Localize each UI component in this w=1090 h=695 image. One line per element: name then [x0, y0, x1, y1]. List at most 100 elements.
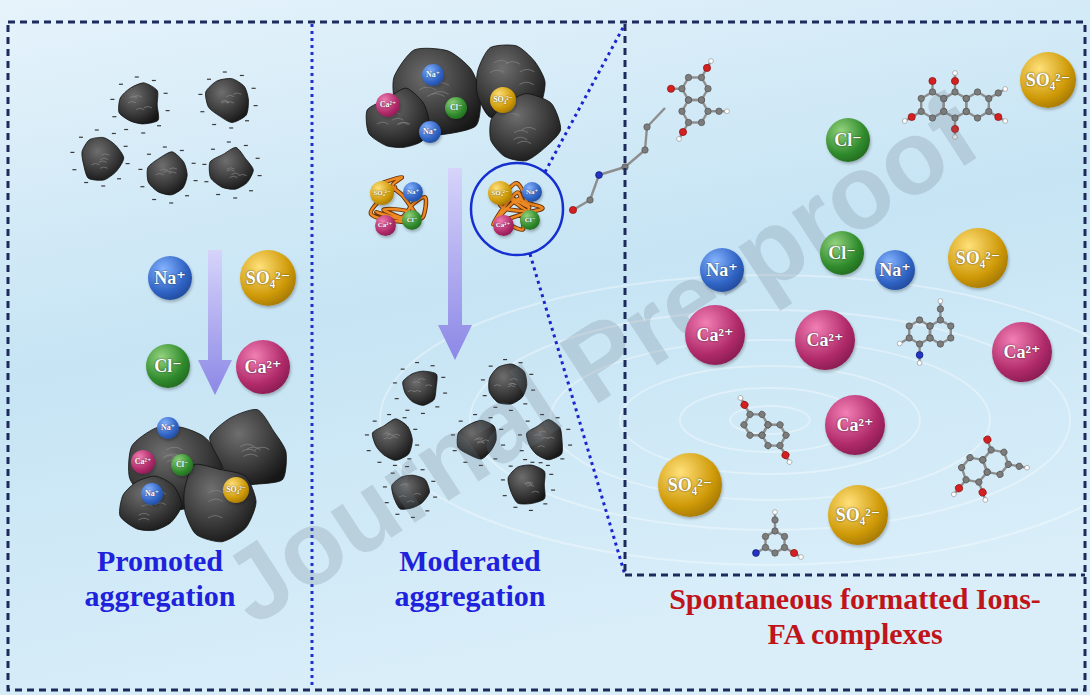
- charge-sign: [520, 450, 524, 451]
- ion-sphere: SO₄²⁻: [490, 87, 516, 113]
- ion-sphere: Cl⁻: [520, 210, 540, 230]
- charge-sign: [192, 163, 196, 164]
- ion-label: Cl⁻: [407, 217, 418, 224]
- particle-body: [184, 464, 256, 542]
- charge-sign: [431, 365, 435, 366]
- fa-molecule: [902, 71, 1007, 140]
- charge-sign: [138, 169, 142, 170]
- panel-box: Spontaneous formatted Ions-FA complexesC…: [625, 22, 1085, 575]
- atom: [776, 420, 785, 429]
- particle-texture: [384, 438, 391, 439]
- atom: [569, 206, 576, 213]
- charge-sign: [204, 181, 208, 182]
- charge-sign: [233, 197, 237, 198]
- charge-sign: [395, 514, 399, 515]
- charge-sign: [453, 450, 457, 451]
- charge-sign: [501, 444, 505, 445]
- atom: [1000, 448, 1008, 456]
- atom: [963, 108, 969, 114]
- charge-sign: [529, 510, 533, 511]
- charge-sign: [407, 458, 411, 459]
- ion-label: Cl⁻: [450, 104, 462, 112]
- particle-texture: [514, 137, 528, 139]
- atom: [953, 71, 958, 76]
- atom: [941, 95, 947, 101]
- atom: [596, 172, 603, 179]
- charge-sign: [244, 145, 248, 146]
- charge-sign: [513, 507, 517, 508]
- atom: [709, 59, 714, 64]
- particle-texture: [226, 95, 234, 96]
- atom: [929, 89, 935, 95]
- atom: [705, 108, 711, 114]
- panel-title: Spontaneous formatted Ions-FA complexes: [665, 582, 1045, 651]
- atom: [758, 431, 767, 440]
- charge-sign: [531, 389, 535, 390]
- particle-texture: [508, 383, 515, 384]
- charge-sign: [373, 421, 377, 422]
- particle: [110, 77, 169, 133]
- charge-sign: [509, 466, 513, 467]
- ion-label: Cl⁻: [525, 217, 536, 224]
- charge-sign: [110, 99, 114, 100]
- ion-sphere: Ca²⁺: [131, 450, 155, 474]
- charge-sign: [112, 116, 116, 117]
- charge-sign: [254, 105, 258, 106]
- charge-sign: [551, 489, 555, 490]
- charge-sign: [216, 194, 220, 195]
- particle-body: [489, 364, 527, 404]
- charge-sign: [72, 169, 76, 170]
- particle-texture: [144, 106, 152, 107]
- charge-sign: [212, 124, 216, 125]
- particle-texture: [102, 154, 110, 155]
- atom: [948, 335, 954, 341]
- atom: [772, 528, 778, 534]
- particle-texture: [139, 513, 150, 515]
- charge-sign: [95, 129, 99, 130]
- particle: [184, 464, 256, 542]
- atom: [781, 450, 791, 460]
- particle-texture: [522, 127, 536, 129]
- charge-sign: [202, 164, 206, 165]
- ion-label: SO₄²⁻: [373, 190, 390, 197]
- particle-texture: [494, 385, 501, 386]
- particle-body: [392, 475, 430, 509]
- charge-sign: [119, 84, 123, 85]
- ripples: [380, 275, 1090, 565]
- charge-sign: [530, 462, 534, 463]
- ion-label: Ca²⁺: [837, 416, 874, 434]
- particle: [393, 363, 447, 414]
- charge-sign: [425, 510, 429, 511]
- particle-texture: [474, 439, 481, 440]
- atom: [698, 119, 704, 125]
- atom: [978, 488, 987, 497]
- particle-texture: [524, 482, 531, 483]
- bond: [590, 175, 599, 200]
- panel-box: Promoted aggregationNa⁺SO₄²⁻Cl⁻Ca²⁺Na⁺Ca…: [8, 22, 312, 690]
- particle-texture: [476, 438, 483, 439]
- atom: [958, 463, 966, 471]
- charge-sign: [413, 429, 417, 430]
- ion-sphere: Ca²⁺: [375, 215, 396, 236]
- atom: [906, 335, 912, 341]
- particle: [365, 415, 419, 466]
- atom: [941, 95, 947, 101]
- particle-texture: [538, 446, 545, 447]
- ion-sphere: Ca²⁺: [685, 305, 745, 365]
- atom: [1003, 87, 1008, 92]
- ion-sphere: Ca²⁺: [992, 322, 1052, 382]
- charge-sign: [568, 444, 572, 445]
- atom: [781, 544, 787, 550]
- charge-sign: [124, 146, 128, 147]
- particle-texture: [255, 447, 269, 449]
- ion-label: Ca²⁺: [245, 358, 282, 376]
- charge-sign: [443, 392, 447, 393]
- particle-body: [457, 420, 496, 459]
- particle: [501, 460, 555, 511]
- atom: [953, 135, 958, 140]
- particle: [490, 94, 561, 161]
- particle-texture: [130, 96, 138, 97]
- ion-sphere: Na⁺: [403, 182, 423, 202]
